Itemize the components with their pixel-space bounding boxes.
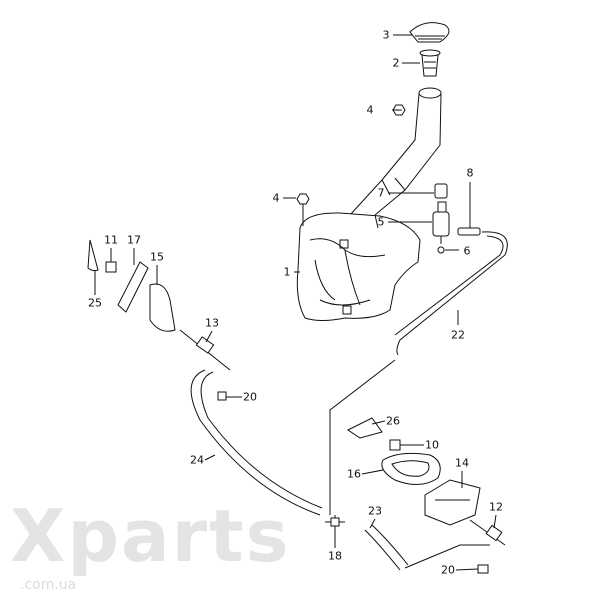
- callout-25[interactable]: 25: [88, 296, 102, 310]
- callout-8[interactable]: 8: [466, 166, 474, 180]
- part-washer-reservoir[interactable]: [296, 212, 421, 321]
- callout-1[interactable]: 1: [283, 265, 291, 279]
- callout-12[interactable]: 12: [489, 500, 503, 514]
- part-clip-20a[interactable]: [217, 391, 227, 401]
- part-strainer[interactable]: [419, 49, 441, 77]
- part-hose-22[interactable]: [394, 231, 508, 356]
- callout-2[interactable]: 2: [392, 56, 400, 70]
- part-t-connector[interactable]: [325, 515, 345, 535]
- part-nozzle-14[interactable]: [424, 479, 481, 526]
- callout-16[interactable]: 16: [347, 467, 361, 481]
- watermark-logo: Xparts: [10, 494, 291, 578]
- callout-23[interactable]: 23: [368, 504, 382, 518]
- part-cover-26[interactable]: [347, 417, 383, 439]
- callout-11[interactable]: 11: [104, 233, 118, 247]
- callout-13[interactable]: 13: [205, 316, 219, 330]
- part-cover-25[interactable]: [87, 239, 99, 272]
- part-clip-10[interactable]: [389, 439, 401, 451]
- callout-7[interactable]: 7: [377, 186, 385, 200]
- part-clip-11[interactable]: [105, 261, 117, 273]
- part-clip-20b[interactable]: [477, 564, 489, 574]
- connection-line: [329, 359, 490, 569]
- part-frame-17[interactable]: [117, 261, 149, 313]
- leader-lines: [94, 34, 497, 571]
- callout-15[interactable]: 15: [150, 250, 164, 264]
- callout-10[interactable]: 10: [425, 438, 439, 452]
- callout-20-lower[interactable]: 20: [441, 563, 455, 577]
- part-level-sensor[interactable]: [457, 227, 481, 236]
- part-frame-16[interactable]: [381, 452, 441, 485]
- part-cap[interactable]: [409, 22, 450, 43]
- callout-3[interactable]: 3: [382, 28, 390, 42]
- callout-6[interactable]: 6: [463, 244, 471, 258]
- part-connector-13[interactable]: [179, 329, 231, 371]
- callout-18[interactable]: 18: [328, 549, 342, 563]
- callout-17[interactable]: 17: [127, 233, 141, 247]
- callout-20[interactable]: 20: [243, 390, 257, 404]
- watermark-domain: .com.ua: [20, 577, 77, 593]
- part-filler-neck[interactable]: [349, 87, 442, 216]
- callout-26[interactable]: 26: [386, 414, 400, 428]
- callout-4-bolt[interactable]: 4: [272, 191, 280, 205]
- part-hose-23[interactable]: [364, 524, 409, 571]
- part-seal[interactable]: [437, 246, 445, 254]
- part-grommet[interactable]: [434, 183, 448, 199]
- callout-4[interactable]: 4: [366, 103, 374, 117]
- callout-22[interactable]: 22: [451, 328, 465, 342]
- callout-5[interactable]: 5: [377, 215, 385, 229]
- part-connector-12[interactable]: [469, 519, 506, 546]
- callout-14[interactable]: 14: [455, 456, 469, 470]
- part-nozzle-15[interactable]: [149, 283, 176, 332]
- part-hose-24[interactable]: [190, 369, 323, 516]
- callout-24[interactable]: 24: [190, 453, 204, 467]
- part-bolt[interactable]: [296, 193, 310, 226]
- part-washer-pump[interactable]: [432, 201, 450, 244]
